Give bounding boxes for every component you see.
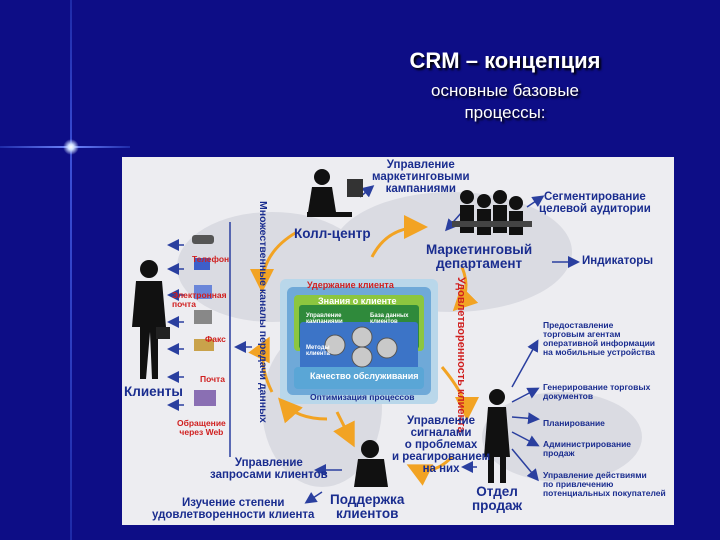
sales-dept-label: Отдел продаж: [472, 484, 523, 514]
channel-arrows: [167, 239, 252, 411]
label-line: клиентов: [335, 506, 399, 522]
label-line: через Web: [179, 426, 224, 437]
right-list-item: Управление действиями по привлечению пот…: [543, 471, 666, 498]
label-line: клиентов: [370, 319, 398, 326]
slide-title: CRM – концепция: [409, 48, 601, 73]
label-line: клиента: [306, 351, 330, 358]
label-line: о проблемах: [404, 439, 478, 452]
sales-silhouette: [484, 389, 510, 483]
support-label: Поддержка клиентов: [330, 492, 405, 522]
label-line: Управление: [386, 159, 455, 171]
label-line: Управление: [234, 457, 303, 469]
signals-label: Управление сигналами о проблемах и реаги…: [392, 415, 490, 475]
label-line: Поддержка: [330, 492, 405, 507]
channel-icons: [192, 235, 216, 406]
label-line: Обращение: [177, 418, 226, 428]
knowledge-label: Знания о клиенте: [318, 296, 397, 306]
label-line: кампаниями: [385, 183, 456, 196]
requests-label: Управление запросами клиентов: [210, 457, 328, 481]
label-line: маркетинговыми: [372, 171, 470, 184]
channel-mail-label: Почта: [200, 374, 225, 384]
decorative-vertical-line: [70, 0, 72, 540]
label-line: Методы: [306, 345, 330, 351]
marketing-campaigns-label: Управление маркетинговыми кампаниями: [372, 159, 470, 195]
indicators-label: Индикаторы: [582, 255, 654, 267]
diagram-graphics: [132, 169, 642, 504]
label-line: продаж: [543, 447, 575, 458]
label-line: База данных: [370, 313, 409, 319]
label-line: Изучение степени: [181, 497, 285, 509]
client-silhouette: [132, 260, 170, 379]
service-quality-label: Качество обслуживания: [310, 371, 419, 381]
channel-phone-label: Телефон: [192, 254, 230, 264]
support-silhouette: [354, 440, 388, 487]
campaign-mgmt-label: Управление кампаниями: [306, 313, 343, 326]
channel-web-label: Обращение через Web: [177, 419, 226, 437]
marketing-team-silhouette: [452, 190, 532, 235]
label-line: Предоставление: [543, 320, 614, 330]
methods-label: Методы клиента: [306, 345, 330, 358]
label-line: Планирование: [543, 418, 605, 428]
label-line: и реагированием: [392, 451, 491, 464]
label-line: целевой аудитории: [539, 203, 651, 216]
process-optimization-label: Оптимизация процессов: [310, 392, 415, 402]
channels-vertical-label: Множественные каналы передачи данных: [257, 201, 269, 423]
label-line: Электронная: [172, 290, 227, 300]
label-line: потенциальных покупателей: [543, 487, 666, 498]
label-line: почта: [172, 298, 196, 309]
sparkle-icon: [63, 139, 79, 155]
slide-subtitle: основные базовые процессы:: [380, 80, 630, 124]
channel-email-label: Электронная почта: [172, 291, 227, 309]
label-line: Управление: [306, 313, 342, 319]
marketing-dept-label: Маркетинговый департамент: [426, 242, 533, 272]
label-line: оперативной информации: [543, 337, 656, 348]
right-list-item: Предоставление торговым агентам оператив…: [543, 321, 655, 357]
satisfaction-vertical-label: Удовлетворенность клиента: [455, 277, 467, 433]
label-line: сигналами: [410, 427, 472, 440]
label-line: департамент: [435, 256, 523, 272]
cycle-arrows: [248, 215, 479, 486]
call-center-silhouette: [307, 169, 363, 217]
label-line: Отдел: [476, 484, 518, 499]
label-line: Сегментирование: [543, 191, 646, 203]
label-line: кампаниями: [306, 319, 343, 326]
label-line: Администрирование: [543, 439, 632, 449]
subtitle-line: процессы:: [464, 103, 546, 122]
call-center-label: Колл-центр: [294, 226, 371, 241]
right-list-item: Планирование: [543, 419, 605, 428]
subtitle-line: основные базовые: [431, 81, 579, 100]
label-line: по привлечению: [543, 478, 614, 489]
crm-diagram: Управление маркетинговыми кампаниями Сег…: [122, 157, 674, 525]
retention-label: Удержание клиента: [307, 280, 394, 290]
label-line: продаж: [472, 498, 523, 514]
label-line: Управление: [407, 415, 476, 427]
segmentation-label: Сегментирование целевой аудитории: [539, 191, 651, 215]
label-line: на мобильные устройства: [543, 346, 655, 357]
label-line: удовлетворенности клиента: [152, 509, 315, 522]
label-line: торговым агентам: [543, 328, 621, 339]
label-line: Управление действиями: [543, 470, 647, 480]
label-line: на них: [422, 463, 460, 476]
label-line: документов: [543, 390, 594, 401]
satisfaction-study-label: Изучение степени удовлетворенности клиен…: [152, 497, 314, 521]
database-label: База данных клиентов: [370, 313, 408, 326]
clients-label: Клиенты: [124, 384, 183, 399]
label-line: Маркетинговый: [426, 242, 533, 257]
right-list-item: Генерирование торговых документов: [543, 383, 650, 401]
label-line: запросами клиентов: [210, 469, 328, 482]
channel-fax-label: Факс: [205, 334, 226, 344]
right-list-item: Администрирование продаж: [543, 440, 631, 458]
label-line: Генерирование торговых: [543, 382, 651, 392]
center-block: [280, 279, 438, 404]
